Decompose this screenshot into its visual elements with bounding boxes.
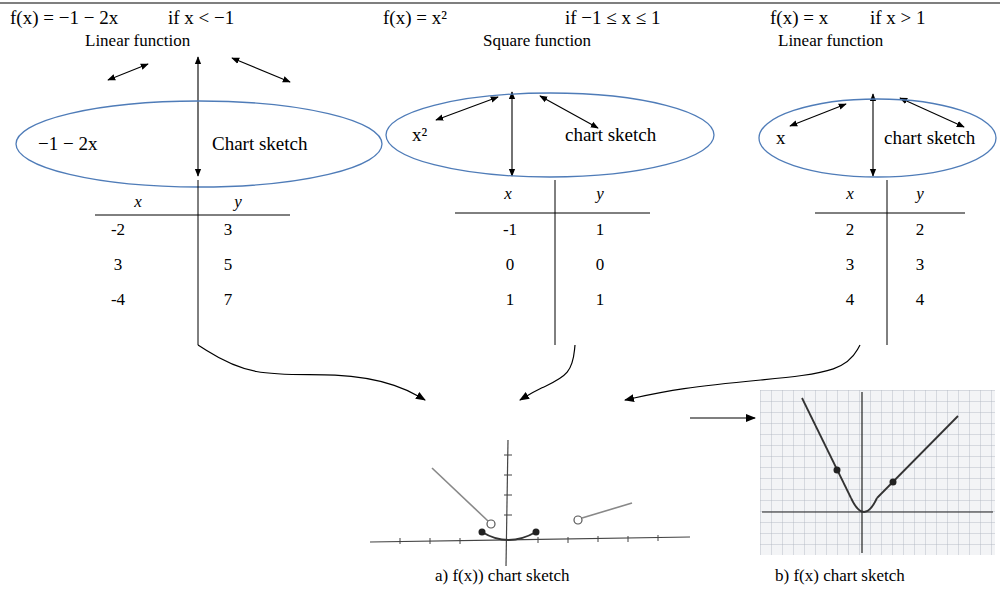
table-rule [455,213,650,214]
x-axis [370,537,690,542]
ellipse-note: Chart sketch [212,133,308,156]
table-header: x [504,184,512,204]
table-cell: -2 [111,220,125,240]
sketch-a [370,440,690,566]
table-cell: -4 [111,290,125,310]
closed-point [533,529,540,536]
ellipse-note: chart sketch [565,124,656,147]
grid-lines [760,390,995,555]
table-lines [815,180,965,345]
table-cell: 1 [506,290,515,310]
value-table: x y 2 2 3 3 4 4 [815,180,965,345]
leader-arrow [790,104,846,126]
left-branch [802,398,851,498]
table-header: x [134,192,142,212]
table-cell: 5 [224,255,233,275]
parabola-branch [851,498,877,512]
leader-arrow [511,92,512,176]
table-cell: 3 [916,255,925,275]
formula-ellipse: x² chart sketch [385,92,715,178]
open-point [574,516,582,524]
formula-ellipse: x chart sketch [758,98,997,178]
table-header: y [596,184,604,204]
table-lines [455,180,650,345]
table-cell: 0 [596,255,605,275]
x-axis [762,511,993,512]
leader-arrow [232,58,290,82]
table-header: x [846,184,854,204]
parabola-branch [482,532,536,540]
chart-caption: a) f(x)) chart sketch [435,566,570,586]
table-header: y [234,192,242,212]
ellipse-outline [385,92,715,178]
closed-point [479,529,486,536]
formula-ellipse: −1 − 2x Chart sketch [15,100,383,188]
formula-text: f(x) = x² [383,7,447,30]
function-name: Square function [483,31,591,51]
table-cell: 3 [846,255,855,275]
ellipse-formula: x² [412,124,427,147]
chart-sketch: a) f(x)) chart sketch [365,400,690,592]
table-cell: 1 [596,220,605,240]
table-cell: -1 [503,220,517,240]
y-axis [861,392,862,553]
table-lines [95,180,290,345]
table-rule [815,213,965,214]
grid-paper [760,390,995,555]
table-cell: 4 [916,290,925,310]
leader-arrow [108,64,148,80]
table-rule [555,180,556,345]
table-rule [887,180,888,345]
ellipse-outline [759,99,996,177]
sketch-b [760,390,995,555]
table-cell: 2 [846,220,855,240]
connector-arrow [520,345,575,400]
formula-condition: if −1 ≤ x ≤ 1 [565,7,660,30]
left-branch [432,468,488,521]
table-cell: 3 [114,255,123,275]
closed-point [890,479,897,486]
table-rule [95,215,290,216]
ellipse-outline [386,93,714,177]
table-header: y [916,184,924,204]
formula-text: f(x) = x [770,7,828,30]
function-name: Linear function [778,31,883,51]
axis-ticks [504,455,512,515]
leader-arrow [197,57,198,176]
leader-arrow [900,98,964,127]
table-rule [198,180,199,345]
connector-arrow [198,345,425,400]
table-cell: 4 [846,290,855,310]
leader-arrow [540,96,598,128]
function-name: Linear function [85,31,190,51]
ellipse-formula: x [776,127,786,150]
connector-arrow [625,345,860,400]
value-table: x y -1 1 0 0 1 1 [455,180,650,345]
ellipse-note: chart sketch [884,127,975,150]
formula-condition: if x > 1 [870,7,926,30]
table-cell: 2 [916,220,925,240]
top-rule [0,2,1000,3]
table-cell: 3 [224,220,233,240]
table-cell: 7 [224,290,233,310]
value-table: x y -2 3 3 5 -4 7 [95,180,290,345]
right-branch [877,416,958,498]
y-axis [506,440,508,566]
ellipse-outline [16,101,382,187]
closed-point [834,467,841,474]
leader-arrow [872,94,873,176]
table-cell: 0 [506,255,515,275]
formula-text: f(x) = −1 − 2x [10,7,118,30]
table-cell: 1 [596,290,605,310]
open-point [487,520,495,528]
chart-sketch: b) f(x) chart sketch [755,388,995,592]
formula-condition: if x < −1 [168,7,234,30]
connector-arrow [690,417,755,418]
chart-caption: b) f(x) chart sketch [775,566,905,586]
right-branch [582,503,632,518]
ellipse-formula: −1 − 2x [38,133,97,156]
leader-arrow [436,97,498,120]
